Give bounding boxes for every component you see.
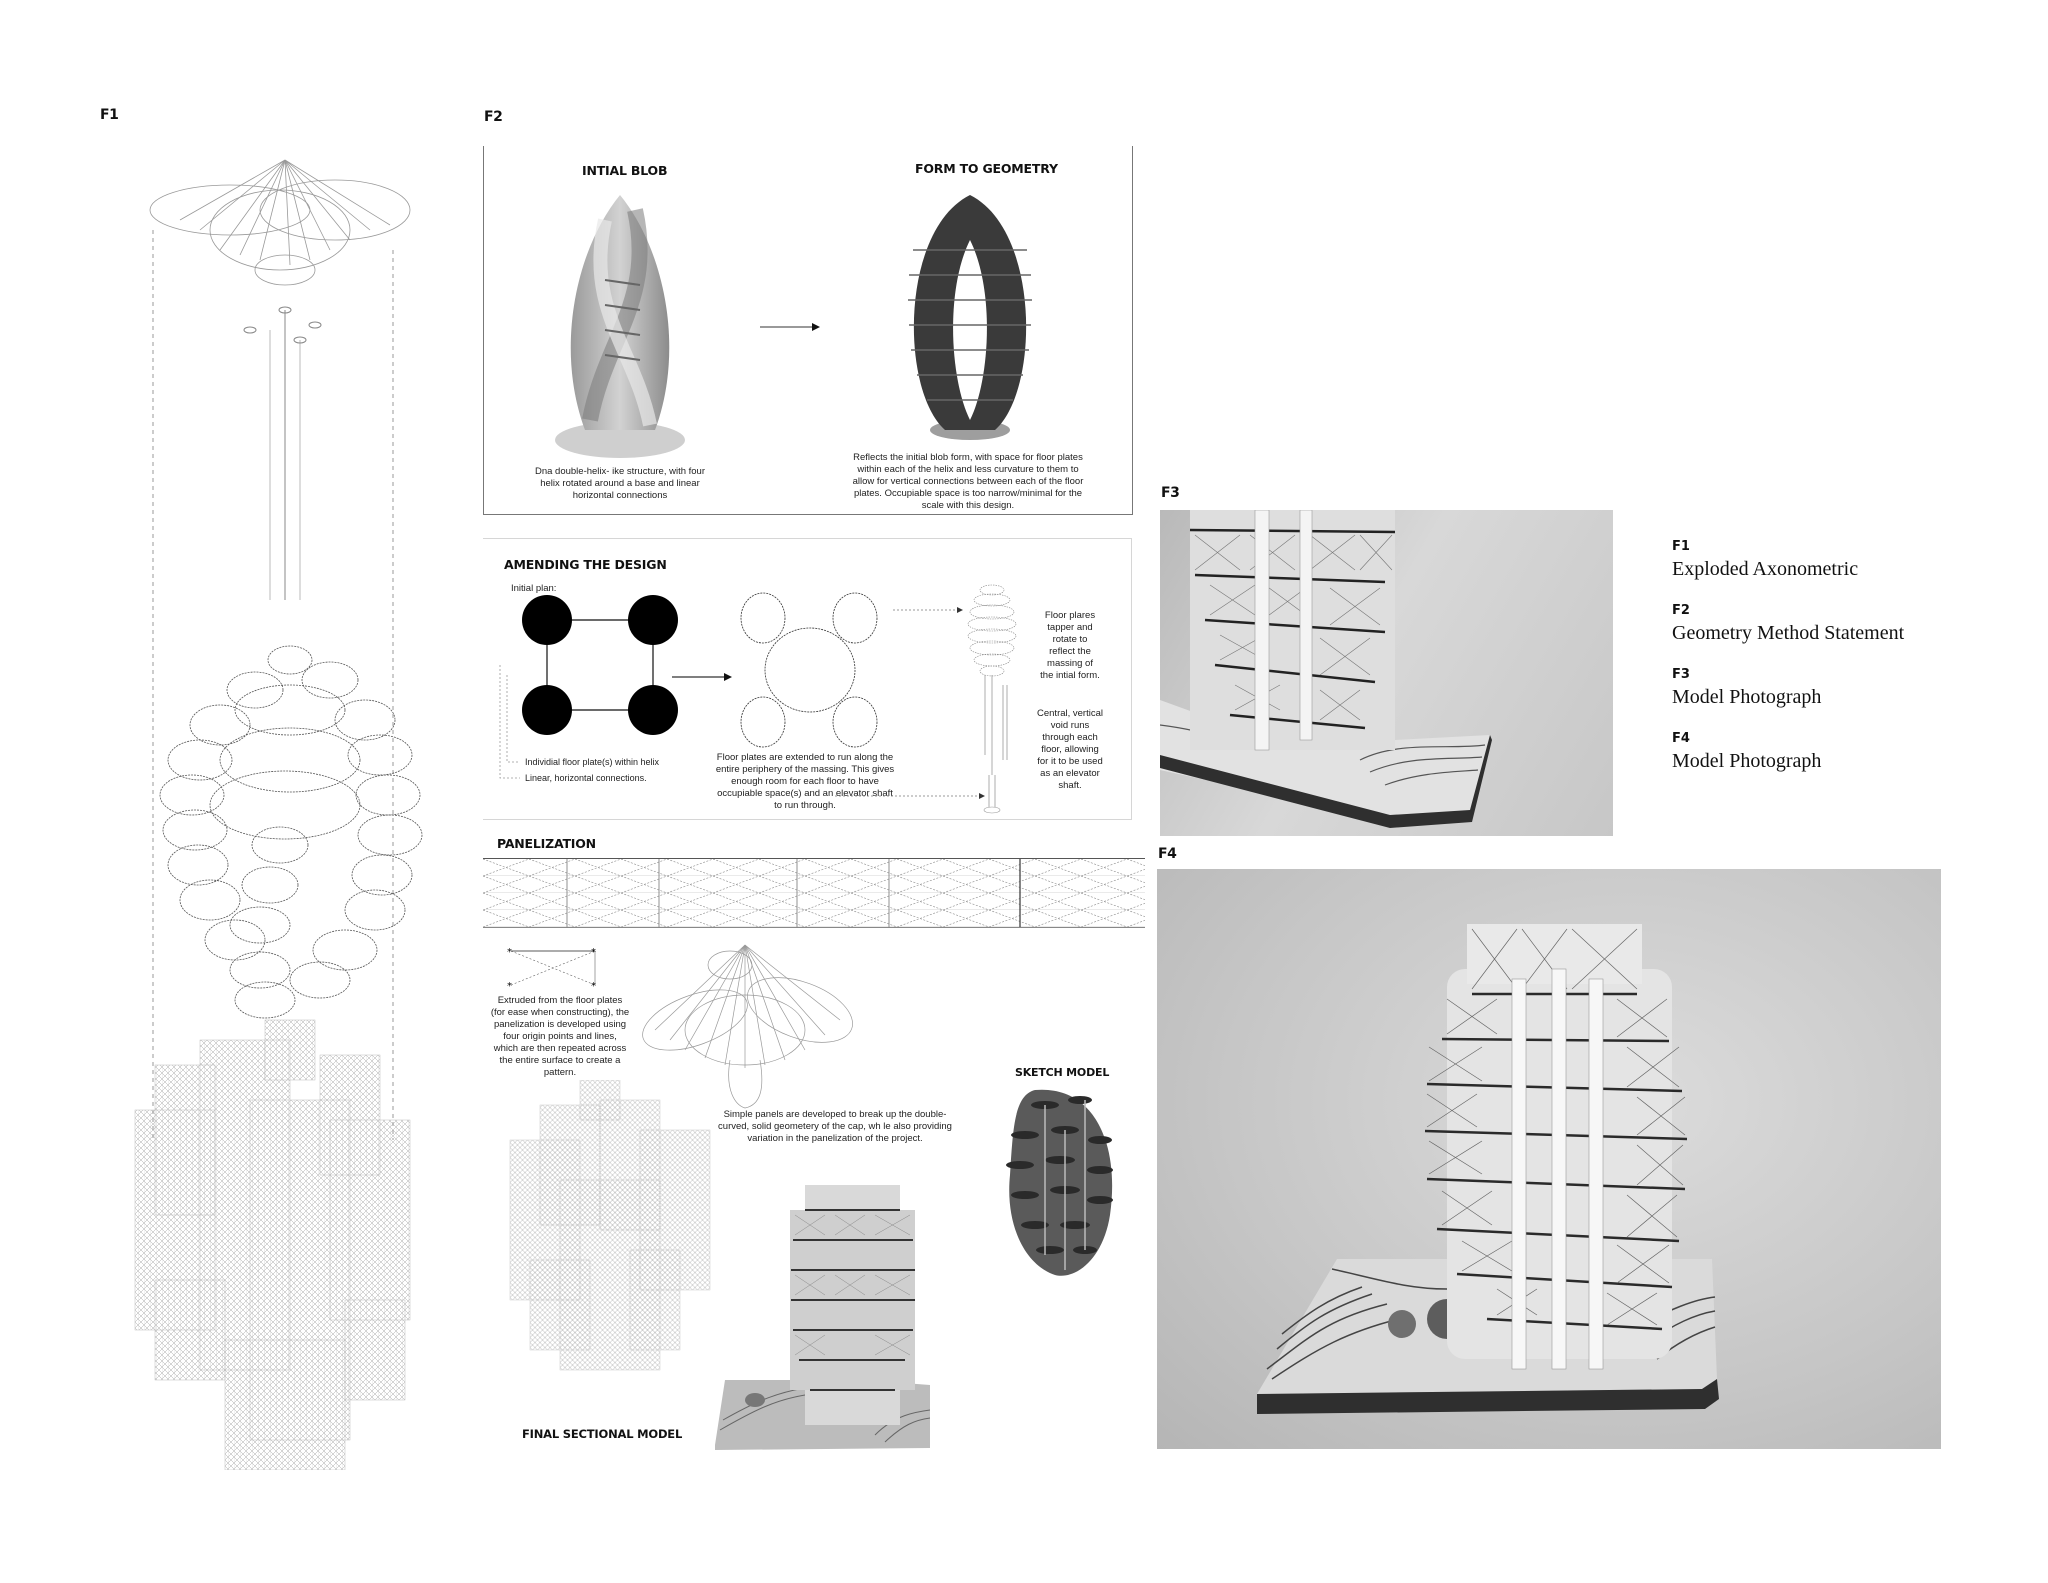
sketch-model-photo <box>1005 1085 1115 1280</box>
transform-arrow-icon <box>760 322 820 332</box>
final-sectional-model-photo <box>715 1180 930 1450</box>
model-photograph-f3 <box>1160 510 1613 836</box>
initial-blob-photo <box>545 190 695 460</box>
svg-text:*: * <box>507 947 512 958</box>
cap-panels-caption: Simple panels are developed to break up … <box>718 1109 952 1144</box>
figure-legend: F1 Exploded Axonometric F2 Geometry Meth… <box>1672 539 1972 795</box>
legend-entry-f4: F4 Model Photograph <box>1672 731 1972 773</box>
legend-entry-f1: F1 Exploded Axonometric <box>1672 539 1972 581</box>
blob-to-geometry-panel <box>483 146 1133 515</box>
legend-number: F1 <box>1672 539 1690 554</box>
legend-title: Exploded Axonometric <box>1672 558 1859 580</box>
extend-arrow-icon <box>672 672 732 682</box>
figure-label-f4: F4 <box>1158 846 1177 862</box>
legend-number: F3 <box>1672 667 1690 682</box>
initial-blob-heading: INTIAL BLOB <box>582 163 668 178</box>
legend-floor-plates: Individial floor plate(s) within helix <box>525 757 660 767</box>
void-caption: Central, vertical void runs through each… <box>1037 708 1103 791</box>
initial-plan-diagram <box>490 595 690 795</box>
exploded-axonometric-drawing <box>120 140 450 1470</box>
panelized-mass-drawing <box>500 1080 720 1380</box>
taper-caption: Floor plares tapper and rotate to reflec… <box>1040 610 1100 681</box>
svg-text:*: * <box>507 981 512 990</box>
legend-number: F4 <box>1672 731 1690 746</box>
legend-connections: Linear, horizontal connections. <box>525 773 647 783</box>
legend-entry-f2: F2 Geometry Method Statement <box>1672 603 1972 645</box>
figure-label-f1: F1 <box>100 107 119 123</box>
panelization-strip <box>483 858 1145 928</box>
origin-points-diagram: * * * * <box>505 945 605 990</box>
tapered-floor-stack-diagram <box>965 575 1020 815</box>
figure-label-f3: F3 <box>1161 485 1180 501</box>
form-to-geometry-heading: FORM TO GEOMETRY <box>915 161 1058 176</box>
form-to-geometry-render <box>905 190 1035 445</box>
legend-title: Model Photograph <box>1672 686 1822 708</box>
panelization-pattern-caption: Extruded from the floor plates (for ease… <box>490 995 630 1078</box>
extended-plan-diagram <box>735 590 885 750</box>
svg-text:*: * <box>591 981 596 990</box>
legend-entry-f3: F3 Model Photograph <box>1672 667 1972 709</box>
figure-label-f2: F2 <box>484 109 503 125</box>
amending-design-heading: AMENDING THE DESIGN <box>504 557 667 572</box>
legend-title: Geometry Method Statement <box>1672 622 1905 644</box>
form-to-geometry-caption: Reflects the initial blob form, with spa… <box>852 452 1084 511</box>
dotted-arrow-icon <box>893 606 963 614</box>
legend-title: Model Photograph <box>1672 750 1822 772</box>
model-photograph-f4 <box>1157 869 1941 1449</box>
extended-plan-caption: Floor plates are extended to run along t… <box>715 752 895 811</box>
panelization-heading: PANELIZATION <box>497 836 596 851</box>
svg-text:*: * <box>591 947 596 958</box>
cap-wireframe-drawing <box>635 940 855 1110</box>
sketch-model-heading: SKETCH MODEL <box>1015 1066 1110 1079</box>
legend-number: F2 <box>1672 603 1690 618</box>
final-sectional-model-heading: FINAL SECTIONAL MODEL <box>522 1427 683 1441</box>
dotted-arrow-to-shaft-icon <box>835 792 985 800</box>
amending-design-panel <box>483 538 1132 820</box>
initial-blob-caption: Dna double-helix- ike structure, with fo… <box>534 466 706 501</box>
initial-plan-label: Initial plan: <box>511 583 557 594</box>
